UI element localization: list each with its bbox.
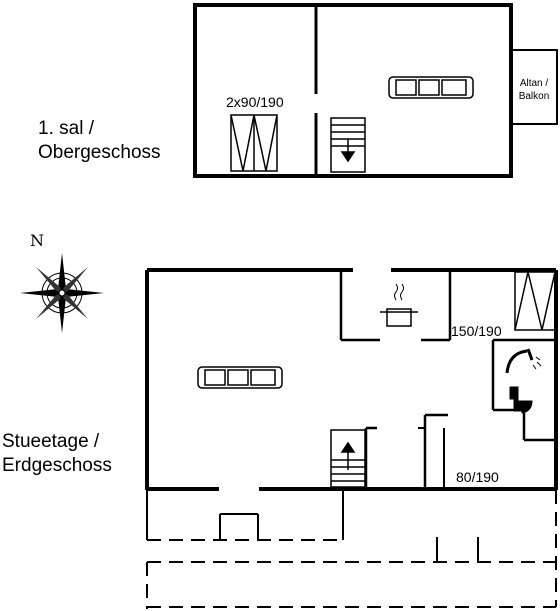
balcony-outline bbox=[510, 49, 558, 125]
bed-icon bbox=[230, 114, 278, 172]
sofa-icon bbox=[197, 366, 283, 389]
upper-floor bbox=[193, 3, 558, 178]
balcony-label: Altan / Balkon bbox=[512, 77, 556, 103]
upper-bed-dimension: 2x90/190 bbox=[226, 94, 284, 110]
stairs-icon bbox=[330, 429, 366, 488]
balcony-label-line2: Balkon bbox=[518, 91, 550, 102]
compass-north-label: N bbox=[30, 231, 44, 250]
ground-bed-1-dimension: 150/190 bbox=[451, 323, 502, 339]
upper-floor-label-line2: Obergeschoss bbox=[38, 142, 161, 163]
ground-bed-2-dimension: 80/190 bbox=[456, 469, 499, 485]
bed-icon bbox=[514, 271, 556, 331]
toilet-icon bbox=[509, 386, 533, 414]
balcony-label-line1: Altan / bbox=[519, 78, 549, 89]
ground-floor-label: Stueetage / Erdgeschoss bbox=[2, 430, 112, 478]
upper-outer-walls bbox=[193, 3, 513, 178]
compass-rose-icon bbox=[20, 253, 104, 333]
upper-floor-label-line1: 1. sal / bbox=[38, 118, 94, 139]
pot-icon bbox=[380, 283, 418, 327]
shower-icon bbox=[505, 348, 542, 374]
ground-floor-label-line2: Erdgeschoss bbox=[2, 455, 112, 476]
upper-floor-label: 1. sal / Obergeschoss bbox=[38, 117, 161, 165]
ground-floor bbox=[145, 268, 558, 609]
terrace-outline bbox=[146, 490, 557, 609]
stairs-icon bbox=[330, 117, 366, 173]
sofa-icon bbox=[388, 76, 474, 99]
ground-floor-label-line1: Stueetage / bbox=[2, 431, 100, 452]
